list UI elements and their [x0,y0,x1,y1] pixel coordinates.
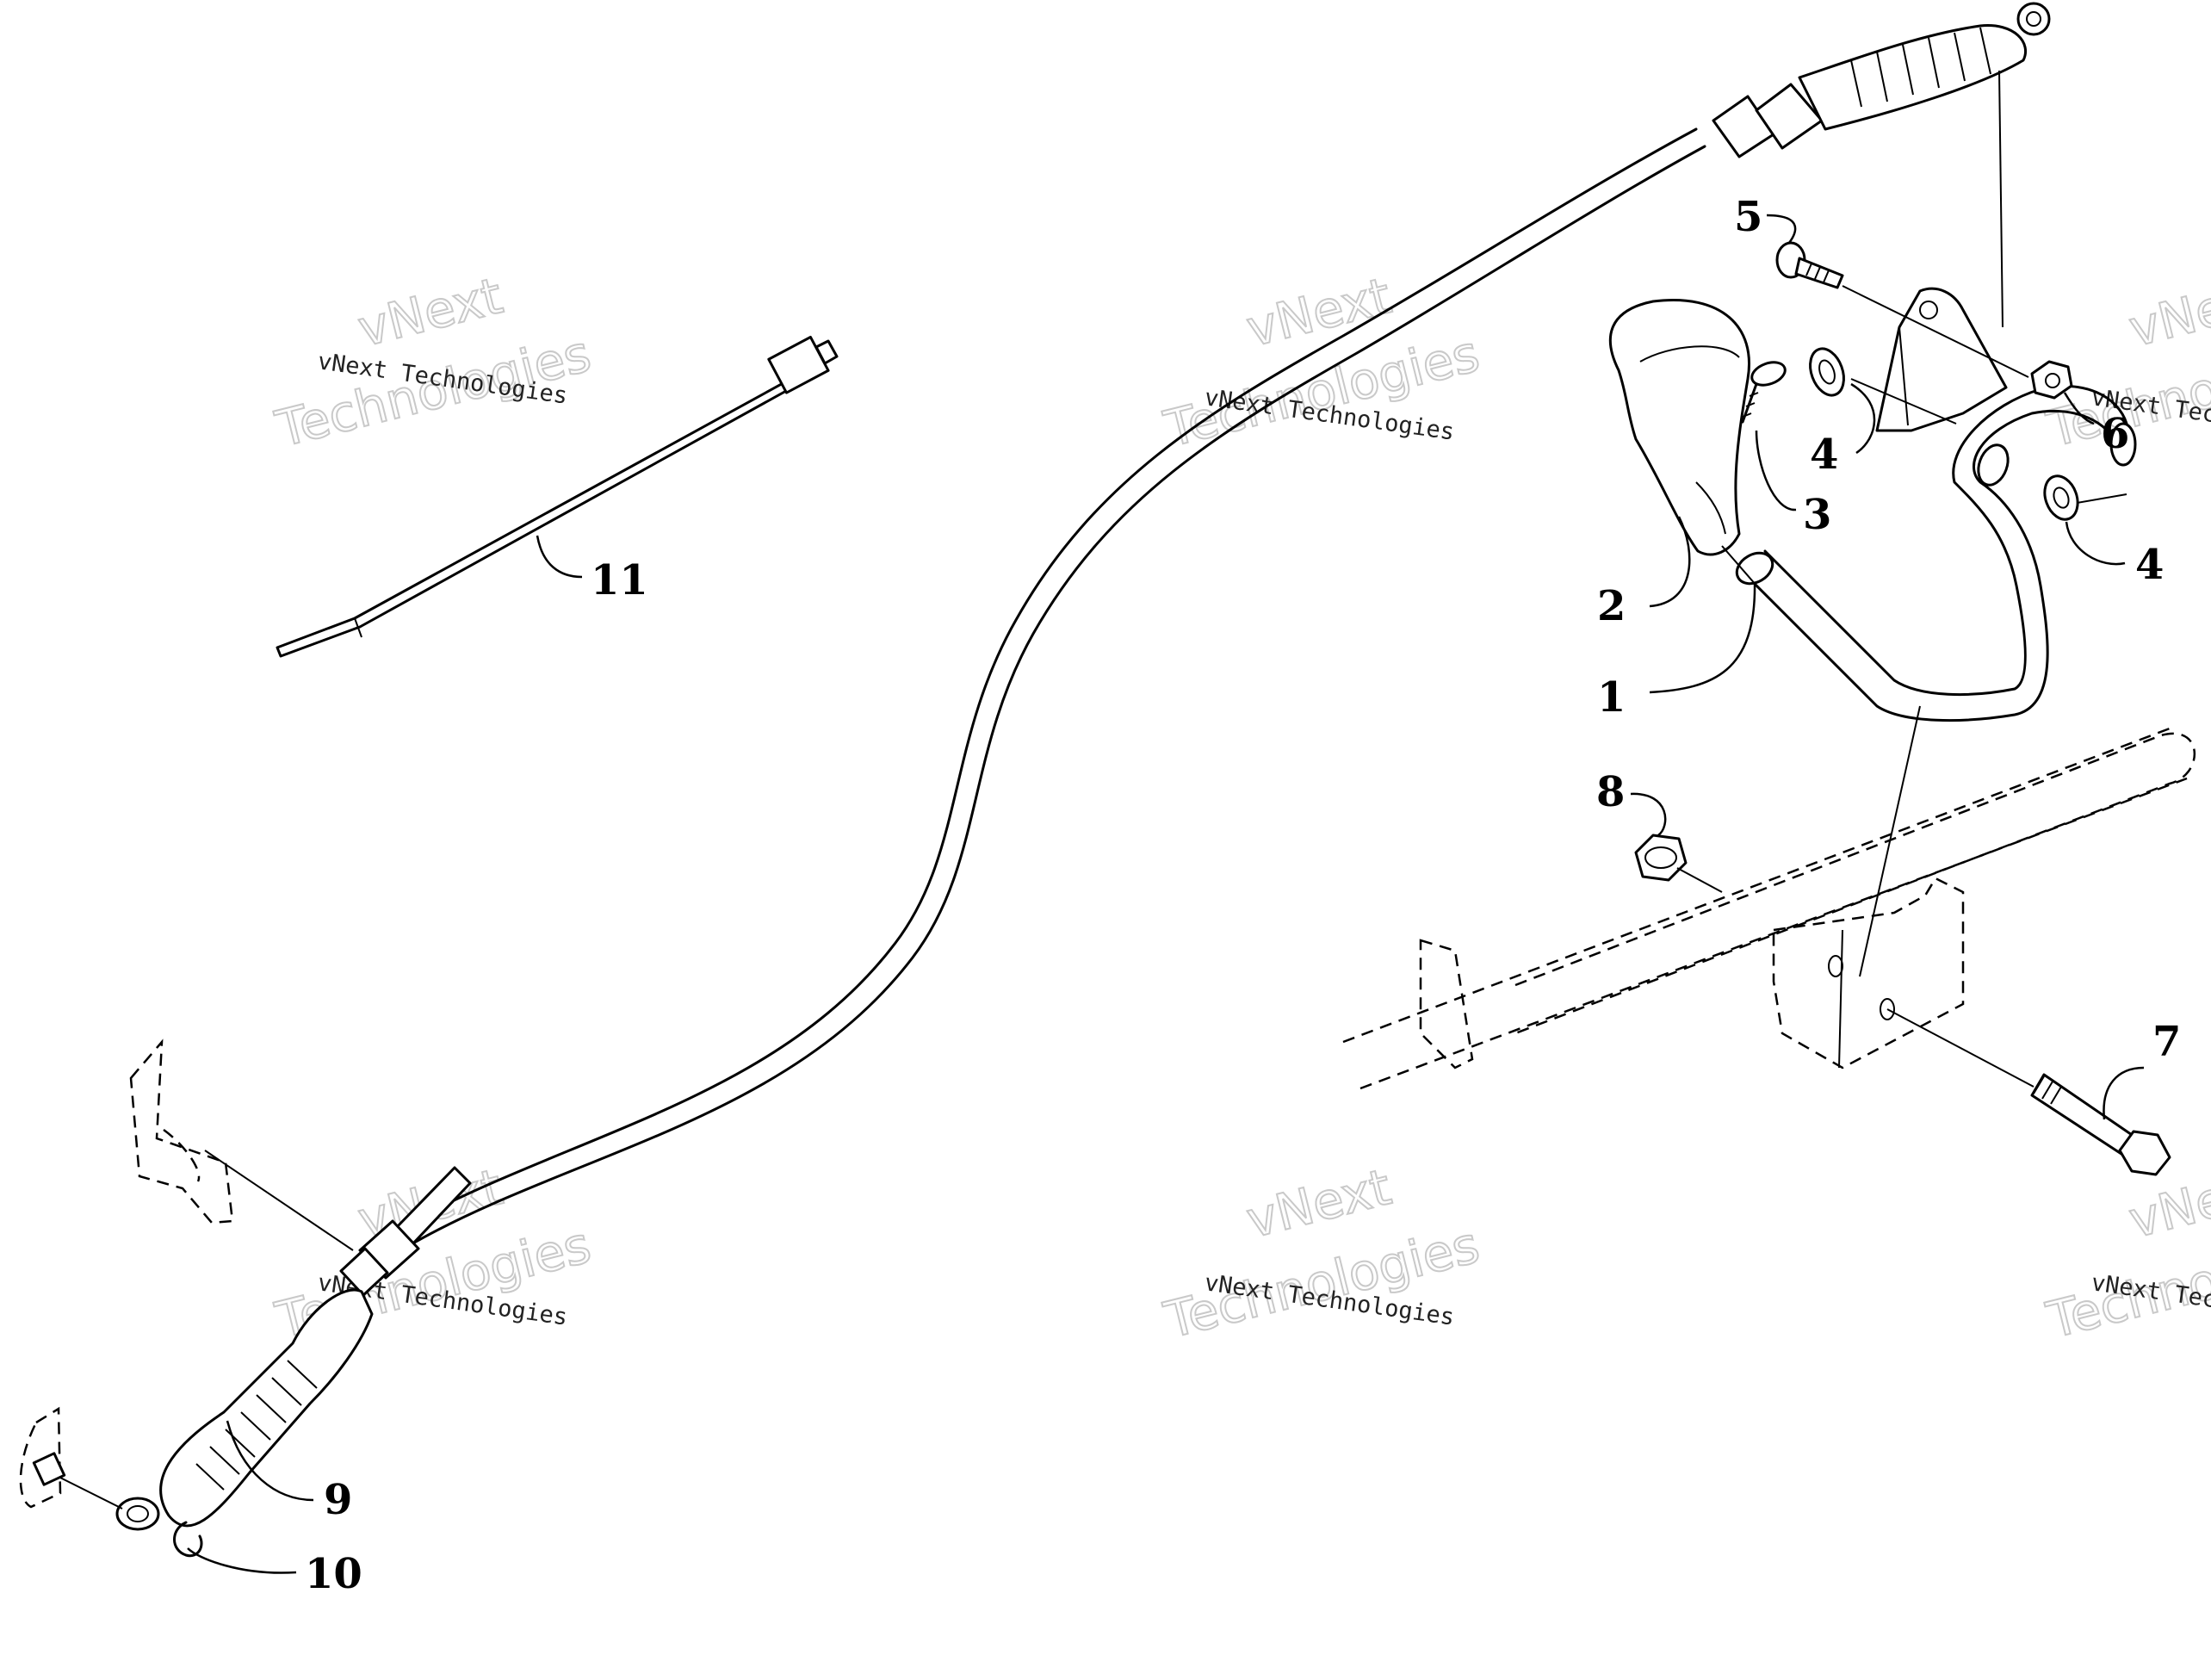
callout-4b: 4 [2135,541,2164,589]
callout-5: 5 [1734,193,1762,241]
callout-3: 3 [1803,491,1831,539]
callout-4a: 4 [1810,431,1838,479]
leader-6 [2063,392,2095,425]
part-4-washer-upper [1809,347,1845,397]
part-2-shift-knob [1608,299,1750,556]
lower-mount-bracket-dashed [19,1038,354,1510]
leader-8 [1630,792,1667,837]
leader-11 [536,535,583,579]
leader-4b [2065,521,2126,566]
part-10-e-clip [173,1521,203,1558]
part-9-shift-cable [115,2,2051,1531]
assembly-lines [1676,70,2127,1088]
part-8-flange-nut [1634,834,1688,882]
callout-10: 10 [305,1550,362,1598]
leader-3 [1755,430,1797,511]
leader-lines [187,214,2145,1574]
part-1-shift-lever [1735,385,2137,722]
part-3-screw [1741,361,1787,424]
callout-1: 1 [1597,673,1626,722]
callout-11: 11 [591,556,648,604]
frame-tube-dashed [1342,727,2196,1090]
part-4-washer-lower [2043,474,2079,521]
leader-1 [1649,581,1756,694]
callout-2: 2 [1597,582,1626,630]
callout-9: 9 [324,1476,352,1524]
watermark-brand-large: vNext [1241,1157,1397,1249]
callout-8: 8 [1596,768,1625,816]
leader-4a [1850,382,1876,455]
watermark-brand-large: vNext [2123,266,2211,358]
callout-labels: 1 2 3 4 4 5 6 7 8 9 10 11 [305,193,2181,1598]
part-11-cable-tie [276,335,839,658]
leader-7 [2103,1066,2145,1120]
callout-6: 6 [2101,410,2129,458]
lever-mount-bracket [1875,287,2008,432]
leader-10 [187,1547,297,1574]
part-5-shoulder-bolt [1775,241,1844,289]
part-6-lock-nut [2030,360,2073,400]
part-7-bolt [2030,1073,2171,1176]
callout-7: 7 [2152,1018,2181,1066]
leader-9 [226,1420,314,1502]
leader-5 [1766,214,1797,244]
leader-2 [1649,516,1691,608]
watermark-brand-large: vNext [352,266,508,358]
